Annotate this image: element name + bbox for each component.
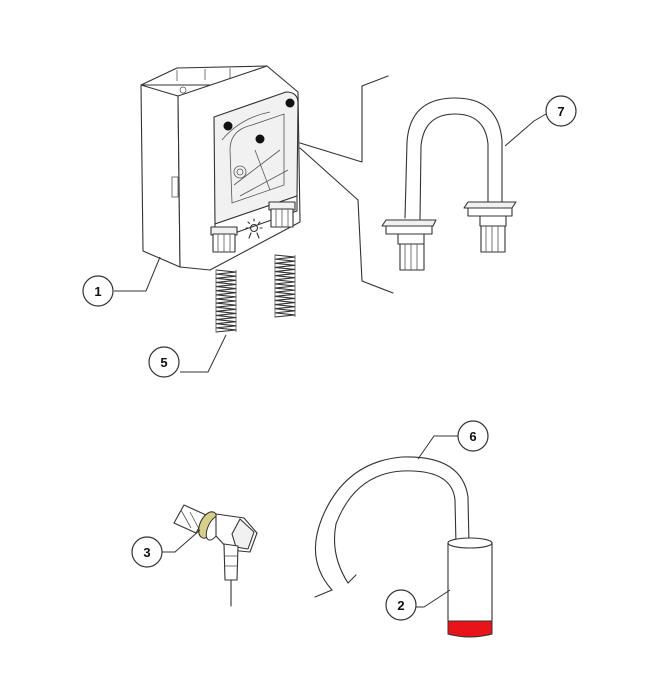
callout-1-label: 1 [94,284,101,299]
injection-fitting [173,504,258,607]
callout-6: 6 [417,420,489,460]
weight-foot-valve [447,537,493,638]
callout-7: 7 [504,95,577,147]
callout-2-label: 2 [397,598,404,613]
callout-1: 1 [82,256,161,307]
callout-6-label: 6 [469,429,476,444]
spring-left [215,269,237,333]
callout-2: 2 [385,589,451,621]
springs [215,254,296,333]
spring-right [274,254,296,318]
detail-bracket [299,75,394,294]
pump-tube [381,97,517,271]
callout-5-label: 5 [160,355,167,370]
callout-7-label: 7 [557,104,564,119]
callout-3: 3 [131,529,201,568]
suction-tube [314,456,470,598]
callout-5: 5 [148,334,227,378]
peristaltic-pump [140,65,301,271]
light-icon [245,218,263,239]
callout-3-label: 3 [143,545,150,560]
